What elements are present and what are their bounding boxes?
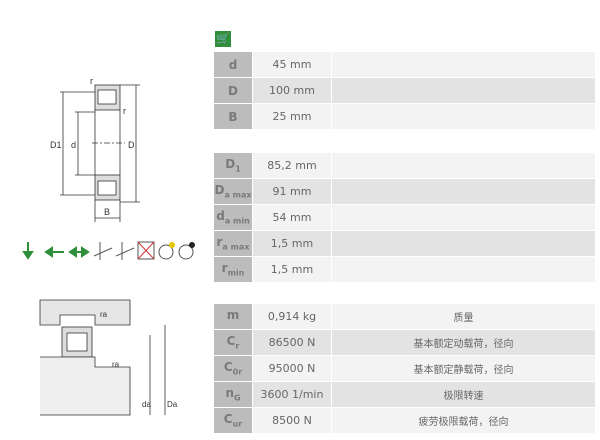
param-value: 86500 N [252, 329, 332, 356]
param-key: Cr [214, 329, 253, 356]
param-value: 91 mm [252, 178, 332, 205]
param-key: ra max [214, 230, 253, 257]
param-value: 85,2 mm [252, 153, 332, 179]
bearing-property-icons [22, 241, 195, 260]
param-key: rmin [214, 256, 253, 283]
param-key: D1 [214, 153, 253, 179]
param-value: 3600 1/min [252, 381, 332, 408]
label-r: r [90, 76, 93, 86]
param-value: 100 mm [252, 77, 332, 104]
param-key: Da max [214, 178, 253, 205]
param-description: 基本额定动载荷，径向 [331, 329, 595, 356]
param-description: 疲劳极限载荷，径向 [331, 407, 595, 434]
param-key: C0r [214, 355, 253, 382]
bearing-cross-section-drawing: r r D1 d D B [50, 76, 140, 222]
param-value: 8500 N [252, 407, 332, 434]
param-description: 基本额定静载荷，径向 [331, 355, 595, 382]
label-D: D [128, 140, 135, 150]
cart-icon[interactable]: 🛒 [215, 31, 231, 47]
label-ra-top: ra [100, 310, 108, 319]
label-d: d [71, 140, 76, 150]
param-value: 0,914 kg [252, 304, 332, 330]
label-ra-bottom: ra [112, 360, 120, 369]
param-key: da min [214, 204, 253, 231]
param-value: 45 mm [252, 52, 332, 78]
param-value: 1,5 mm [252, 256, 332, 283]
param-value: 25 mm [252, 103, 332, 130]
label-B: B [104, 207, 110, 217]
param-key: D [214, 77, 253, 104]
param-key: nG [214, 381, 253, 408]
label-Da: Da [167, 400, 178, 409]
param-value: 1,5 mm [252, 230, 332, 257]
label-da: da [142, 400, 151, 409]
param-key: d [214, 52, 253, 78]
param-value: 54 mm [252, 204, 332, 231]
param-key: B [214, 103, 253, 130]
param-value: 95000 N [252, 355, 332, 382]
label-D1: D1 [50, 140, 62, 150]
param-key: Cur [214, 407, 253, 434]
label-r2: r [123, 106, 126, 116]
param-key: m [214, 304, 253, 330]
param-description: 质量 [331, 304, 595, 330]
mounting-dimensions-drawing: ra ra da Da [39, 299, 178, 416]
param-description: 极限转速 [331, 381, 595, 408]
